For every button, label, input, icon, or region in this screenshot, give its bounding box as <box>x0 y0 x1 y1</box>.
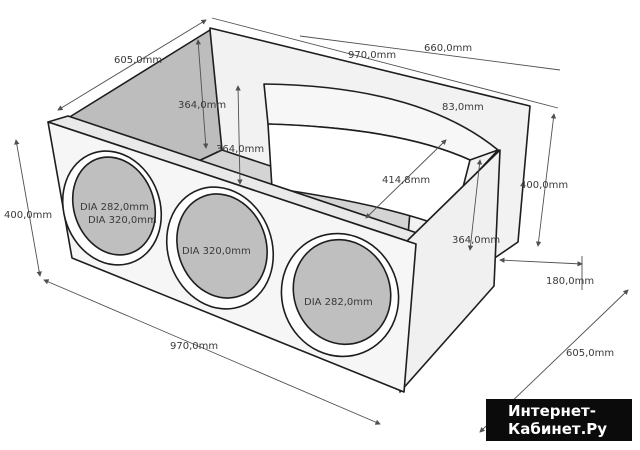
hole-2 <box>165 186 275 310</box>
dim-hole1-dia-outer: DIA 320,0mm <box>88 215 157 226</box>
watermark-line-2: Кабинет.Ру <box>508 420 608 438</box>
dim-port-width: 180,0mm <box>546 276 594 287</box>
dim-total-length-top: 660,0mm <box>424 43 472 54</box>
dim-top-length: 970,0mm <box>348 50 396 61</box>
watermark-badge: Интернет- Кабинет.Ру <box>486 399 632 441</box>
dim-hole3-dia: DIA 282,0mm <box>304 297 373 308</box>
dim-bottom-width: 605,0mm <box>566 348 614 359</box>
dim-hole2-dia: DIA 320,0mm <box>182 246 251 257</box>
dim-port-curve: 414,8mm <box>382 175 430 186</box>
dim-left-height: 400,0mm <box>4 210 52 221</box>
dim-bottom-length: 970,0mm <box>170 341 218 352</box>
dim-top-width-back: 605,0mm <box>114 55 162 66</box>
dim-inner-height-left: 364,0mm <box>178 100 226 111</box>
watermark-line-1: Интернет- <box>508 402 596 420</box>
dim-port-offset: 83,0mm <box>442 102 484 113</box>
dim-inner-height-mid: 364,0mm <box>216 144 264 155</box>
hole-1 <box>61 150 163 266</box>
dim-right-height: 400,0mm <box>520 180 568 191</box>
dim-inner-height-right: 364,0mm <box>452 235 500 246</box>
dim-hole1-dia-inner: DIA 282,0mm <box>80 202 149 213</box>
